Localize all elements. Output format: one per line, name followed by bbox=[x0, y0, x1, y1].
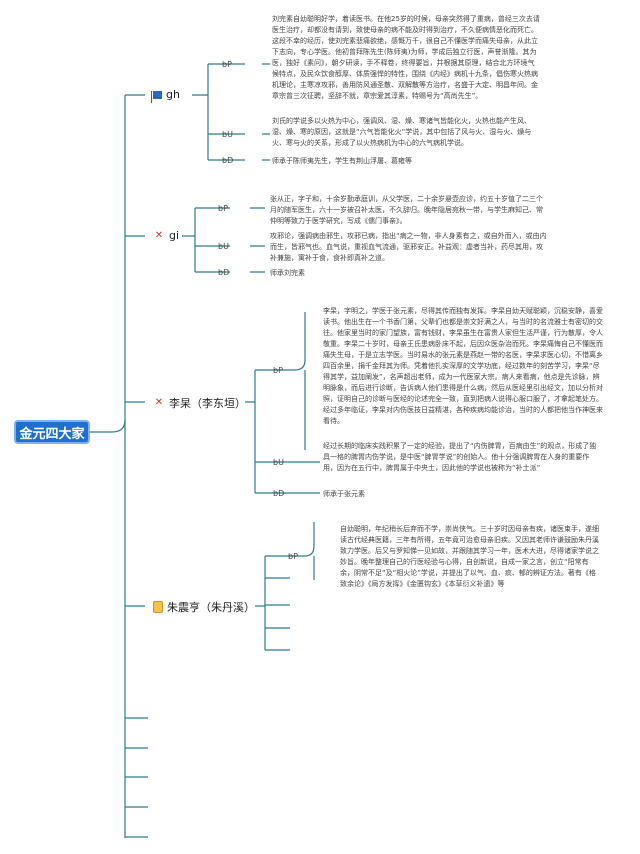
branch-note: 攻邪论，强调病由邪生，攻邪已病，指出“病之一物，非人身素有之，或自外而入，或由内… bbox=[270, 232, 547, 262]
medal-icon bbox=[153, 601, 163, 613]
topic-name: 朱震亨（朱丹溪） bbox=[167, 601, 255, 614]
tools-icon: ✕ bbox=[154, 229, 164, 241]
branch-note: 刘完素自幼聪明好学，着读医书。在他25岁的时候，母亲突然得了重病，曾经三次去请医… bbox=[272, 15, 540, 100]
branch-note: 刘氏的学说多以火热为中心，强调风、湿、燥、寒诸气皆能化火，火热也能产生风、湿、燥… bbox=[272, 117, 532, 147]
topic-name: gh bbox=[166, 88, 180, 101]
branch-note: 李杲，字明之，学医于张元素，尽得其传而独有发挥。李杲自幼天赋聪颖，沉稳安静，喜爱… bbox=[323, 307, 603, 425]
topic-li-gao[interactable]: ✕ 李杲（李东垣） bbox=[153, 395, 246, 411]
topic-name: gi bbox=[169, 229, 180, 242]
root-node[interactable]: 金元四大家 bbox=[14, 420, 90, 444]
branch-label: bP bbox=[273, 366, 283, 375]
topic-zhu-zhenheng[interactable]: 朱震亨（朱丹溪） bbox=[153, 599, 255, 615]
branch-label: bP bbox=[288, 552, 298, 561]
branch-label: bU bbox=[218, 242, 229, 251]
flag-icon bbox=[151, 90, 162, 103]
branch-label: bP bbox=[218, 204, 228, 213]
branch-note: 师承刘完素 bbox=[270, 269, 305, 277]
branch-label: bD bbox=[222, 156, 234, 165]
branch-note: 师承于陈师夷先生，学生有荆山浮屠、葛雍等 bbox=[272, 157, 412, 165]
branch-label: bP bbox=[222, 60, 232, 69]
topic-gh[interactable]: gh bbox=[151, 88, 180, 103]
topic-gi[interactable]: ✕ gi bbox=[153, 229, 179, 242]
branch-label: bD bbox=[218, 268, 230, 277]
branch-note: 自幼聪明，年纪稍长后弃而不学，崇尚侠气。三十岁时因母亲有疾，诸医束手，遂细读古代… bbox=[340, 525, 599, 588]
branch-label: bU bbox=[273, 458, 284, 467]
branch-note: 张从正，字子和，十余岁勤承庭训，从父学医，二十余岁悬壶应诊，约五十岁值了二三个月… bbox=[270, 195, 543, 225]
topic-name: 李杲（李东垣） bbox=[169, 397, 246, 410]
branch-label: bD bbox=[273, 489, 285, 498]
branch-note: 经过长期的临床实践积累了一定的经验，提出了“内伤脾胃，百病由生”的观点，形成了独… bbox=[323, 442, 597, 472]
branch-note: 师承于张元素 bbox=[323, 490, 365, 498]
branch-label: bU bbox=[222, 130, 233, 139]
tools-icon: ✕ bbox=[154, 397, 164, 408]
